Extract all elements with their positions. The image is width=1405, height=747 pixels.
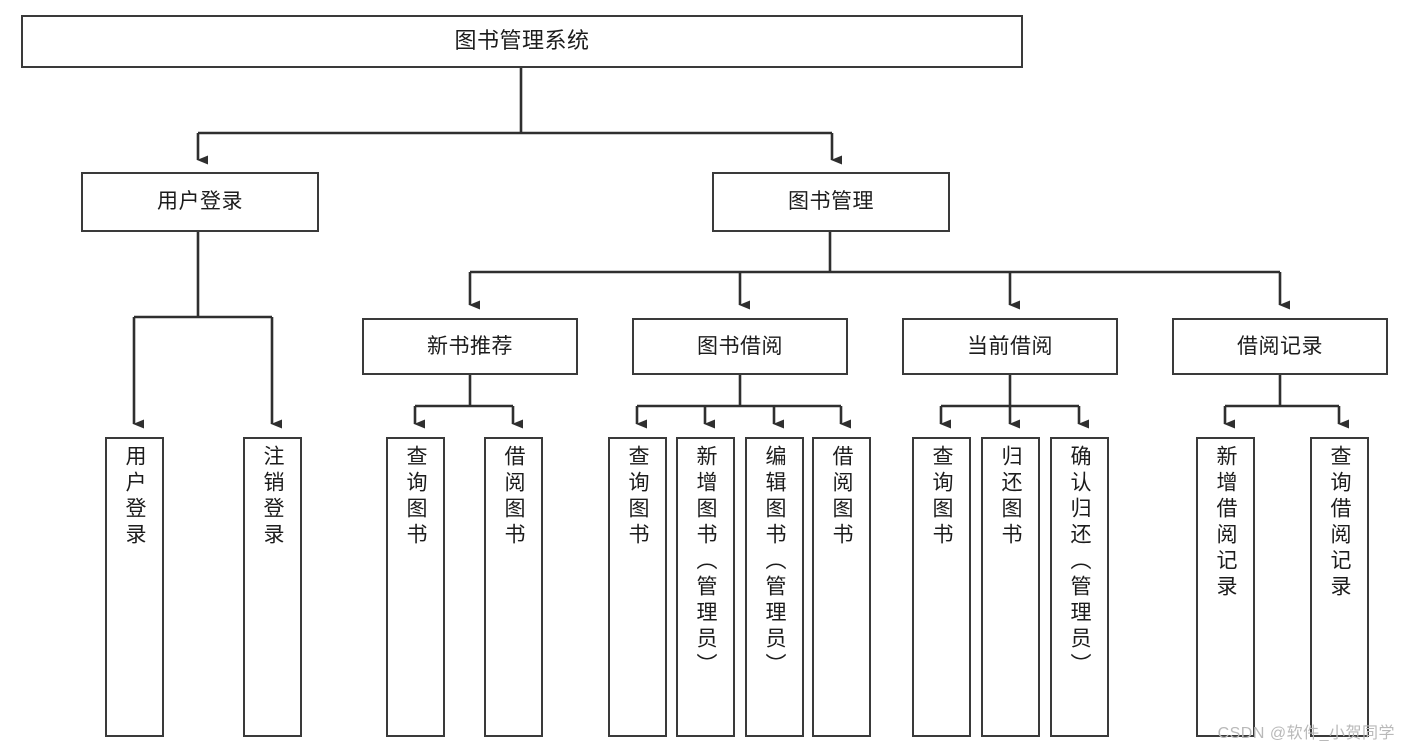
node-user-login[interactable]: 用户登录 <box>81 172 319 232</box>
node-root[interactable]: 图书管理系统 <box>21 15 1023 68</box>
node-leaf-borrow-book-2-label: 借阅图书 <box>830 445 853 549</box>
node-leaf-add-record-label: 新增借阅记录 <box>1214 445 1237 601</box>
node-new-book-recommend-label: 新书推荐 <box>427 334 513 358</box>
node-leaf-user-login[interactable]: 用户登录 <box>105 437 164 737</box>
node-leaf-query-record-label: 查询借阅记录 <box>1328 445 1351 601</box>
connector-book-borrow-to-leaves <box>635 375 851 429</box>
csdn-watermark: CSDN @软件_小贺同学 <box>1217 725 1395 742</box>
node-book-borrow-label: 图书借阅 <box>697 334 783 358</box>
connector-current-borrow-to-leaves <box>939 375 1089 429</box>
node-leaf-add-record[interactable]: 新增借阅记录 <box>1196 437 1255 737</box>
node-root-label: 图书管理系统 <box>454 28 590 54</box>
node-leaf-return-book-label: 归还图书 <box>999 445 1022 549</box>
node-leaf-query-book-2-label: 查询图书 <box>626 445 649 549</box>
connector-root-to-level1 <box>196 68 842 165</box>
node-borrow-record[interactable]: 借阅记录 <box>1172 318 1388 375</box>
connector-user-login-to-leaves <box>132 232 282 429</box>
node-current-borrow-label: 当前借阅 <box>967 334 1053 358</box>
node-leaf-query-book-2[interactable]: 查询图书 <box>608 437 667 737</box>
node-leaf-query-book-1[interactable]: 查询图书 <box>386 437 445 737</box>
node-leaf-add-book-label: 新增图书（管理员） <box>694 445 717 679</box>
node-user-login-label: 用户登录 <box>157 190 243 214</box>
connector-book-management-to-level2 <box>468 232 1290 310</box>
node-borrow-record-label: 借阅记录 <box>1237 334 1323 358</box>
node-book-management-label: 图书管理 <box>788 190 874 214</box>
node-leaf-add-book[interactable]: 新增图书（管理员） <box>676 437 735 737</box>
node-leaf-edit-book[interactable]: 编辑图书（管理员） <box>745 437 804 737</box>
node-leaf-query-book-3[interactable]: 查询图书 <box>912 437 971 737</box>
node-leaf-logout-login-label: 注销登录 <box>261 445 284 549</box>
node-leaf-query-book-3-label: 查询图书 <box>930 445 953 549</box>
node-leaf-borrow-book-1[interactable]: 借阅图书 <box>484 437 543 737</box>
connector-borrow-record-to-leaves <box>1223 375 1349 429</box>
node-leaf-user-login-label: 用户登录 <box>123 445 146 549</box>
node-leaf-borrow-book-2[interactable]: 借阅图书 <box>812 437 871 737</box>
node-book-management[interactable]: 图书管理 <box>712 172 950 232</box>
node-new-book-recommend[interactable]: 新书推荐 <box>362 318 578 375</box>
node-leaf-borrow-book-1-label: 借阅图书 <box>502 445 525 549</box>
connector-new-book-recommend-to-leaves <box>413 375 523 429</box>
node-leaf-query-record[interactable]: 查询借阅记录 <box>1310 437 1369 737</box>
node-leaf-return-book[interactable]: 归还图书 <box>981 437 1040 737</box>
node-leaf-query-book-1-label: 查询图书 <box>404 445 427 549</box>
node-leaf-edit-book-label: 编辑图书（管理员） <box>763 445 786 679</box>
node-leaf-logout-login[interactable]: 注销登录 <box>243 437 302 737</box>
node-leaf-confirm-return[interactable]: 确认归还（管理员） <box>1050 437 1109 737</box>
node-book-borrow[interactable]: 图书借阅 <box>632 318 848 375</box>
node-leaf-confirm-return-label: 确认归还（管理员） <box>1068 445 1091 679</box>
node-current-borrow[interactable]: 当前借阅 <box>902 318 1118 375</box>
